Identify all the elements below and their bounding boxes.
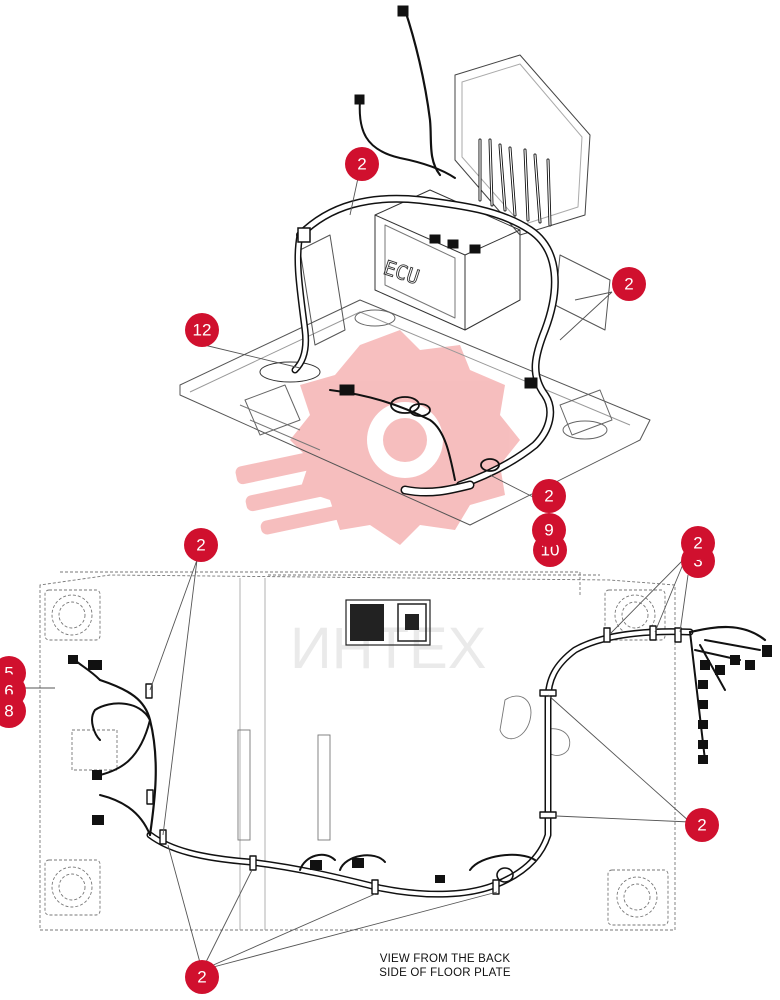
- svg-text:2: 2: [624, 275, 633, 294]
- svg-text:9: 9: [544, 521, 553, 540]
- figure-caption: VIEW FROM THE BACK SIDE OF FLOOR PLATE: [330, 952, 560, 980]
- svg-text:2: 2: [357, 155, 366, 174]
- floor-plate-back-view: [39, 571, 676, 931]
- svg-text:2: 2: [196, 536, 205, 555]
- callout-bubble: 2: [685, 808, 719, 842]
- svg-text:12: 12: [193, 321, 212, 340]
- watermark-logo: ИНТЕХ: [235, 330, 520, 681]
- callout-bubble: 9: [532, 513, 566, 547]
- callout-bubble: 2: [612, 267, 646, 301]
- callout-bubble: 2: [184, 528, 218, 562]
- watermark-text: ИНТЕХ: [290, 616, 486, 681]
- callout-bubble: 8: [0, 694, 26, 728]
- callout-bubble: 12: [185, 313, 219, 347]
- svg-text:2: 2: [697, 816, 706, 835]
- lower-harness: [68, 625, 772, 898]
- callout-bubble: 2: [532, 479, 566, 513]
- svg-text:2: 2: [544, 487, 553, 506]
- caption-line-1: VIEW FROM THE BACK: [379, 953, 511, 965]
- callout-bubble: 2: [345, 147, 379, 181]
- caption-line-2: SIDE OF FLOOR PLATE: [379, 967, 511, 979]
- svg-text:6: 6: [4, 682, 13, 701]
- upper-harness: [291, 5, 559, 497]
- control-panel: [345, 599, 431, 646]
- svg-text:2: 2: [197, 968, 206, 987]
- callout-bubble: 2: [185, 960, 219, 994]
- svg-text:2: 2: [693, 534, 702, 553]
- svg-text:5: 5: [4, 664, 13, 683]
- ecu-label: ECU: [381, 255, 423, 289]
- leader-lines: [20, 177, 691, 971]
- callouts: 2 2 12 10 9 2 3 2 2 5 6 8 2 2: [0, 147, 719, 994]
- svg-text:3: 3: [693, 552, 702, 571]
- callout-bubble: 2: [681, 526, 715, 560]
- svg-text:8: 8: [4, 702, 13, 721]
